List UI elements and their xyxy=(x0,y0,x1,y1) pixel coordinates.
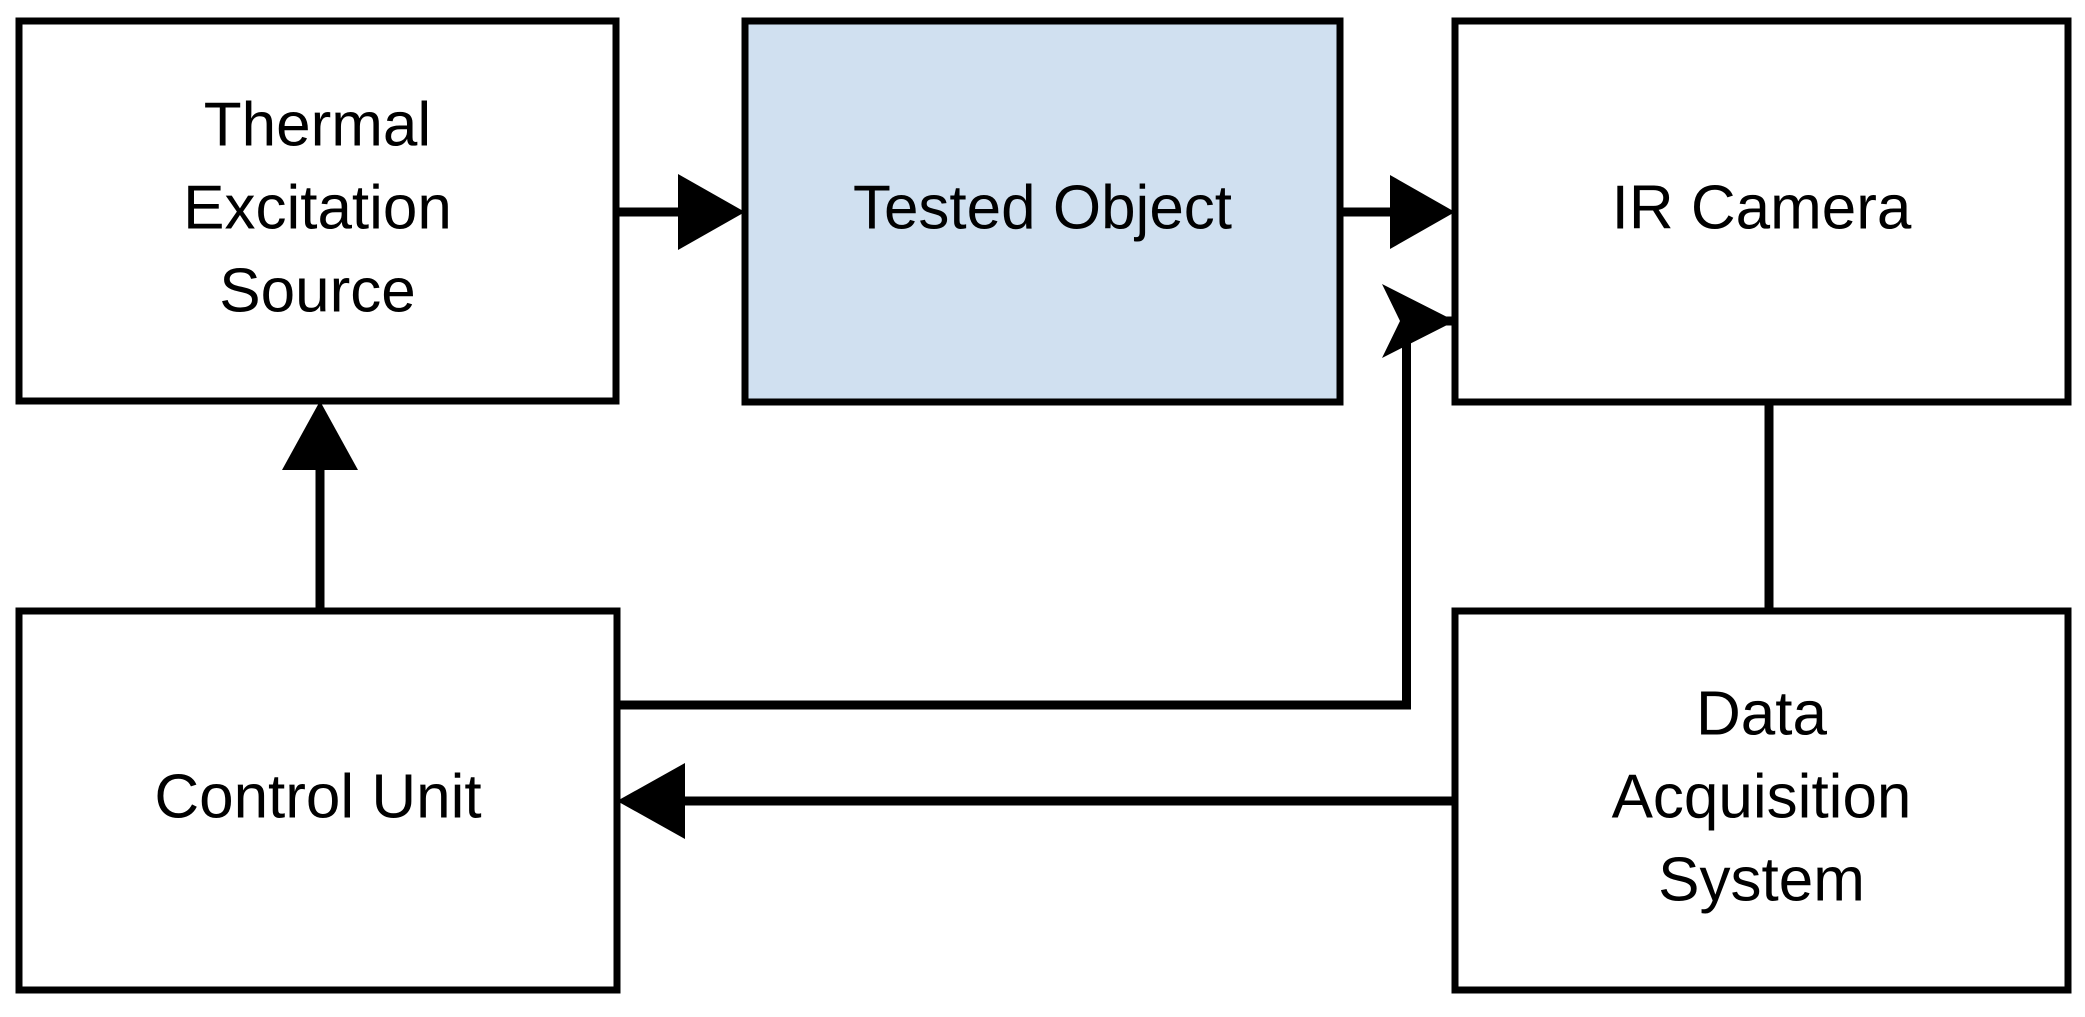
node-thermal-excitation-source-label-line-1: Thermal xyxy=(204,90,431,159)
node-data-acquisition-system-box[interactable] xyxy=(1451,607,2072,994)
edge-object-to-camera xyxy=(1340,175,1455,249)
node-control-unit[interactable]: Control Unit xyxy=(15,607,621,994)
node-data-acquisition-system-label-line-1: Data xyxy=(1696,679,1827,748)
edge-excitation-to-object xyxy=(616,174,745,250)
edge-daq-to-control-arrowhead xyxy=(617,763,685,839)
node-ir-camera-label: IR Camera xyxy=(1612,173,1912,242)
node-tested-object-label: Tested Object xyxy=(853,173,1232,242)
node-tested-object[interactable]: Tested Object xyxy=(741,17,1344,406)
node-thermal-excitation-source-label-line-2: Excitation xyxy=(183,173,452,242)
edge-object-to-camera-arrowhead xyxy=(1390,175,1455,249)
node-thermal-excitation-source[interactable]: Thermal Excitation Source xyxy=(15,17,620,405)
edge-control-to-camera-arrowhead xyxy=(1382,284,1455,358)
edge-excitation-to-object-arrowhead xyxy=(678,174,745,250)
node-control-unit-box[interactable] xyxy=(15,607,621,994)
edge-daq-to-control xyxy=(617,763,1455,839)
node-ir-camera-box[interactable] xyxy=(1451,17,2072,406)
node-tested-object-box[interactable] xyxy=(741,17,1344,406)
edge-control-to-excitation xyxy=(282,401,358,611)
node-thermal-excitation-source-box[interactable] xyxy=(15,17,620,405)
node-control-unit-label: Control Unit xyxy=(154,762,481,831)
edge-control-to-camera xyxy=(617,284,1455,710)
node-data-acquisition-system-label-line-2: Acquisition xyxy=(1612,762,1912,831)
node-ir-camera[interactable]: IR Camera xyxy=(1451,17,2072,406)
node-thermal-excitation-source-label-line-3: Source xyxy=(219,256,415,325)
node-data-acquisition-system-label-line-3: System xyxy=(1658,845,1865,914)
edge-control-to-excitation-arrowhead xyxy=(282,401,358,470)
node-data-acquisition-system[interactable]: Data Acquisition System xyxy=(1451,607,2072,994)
